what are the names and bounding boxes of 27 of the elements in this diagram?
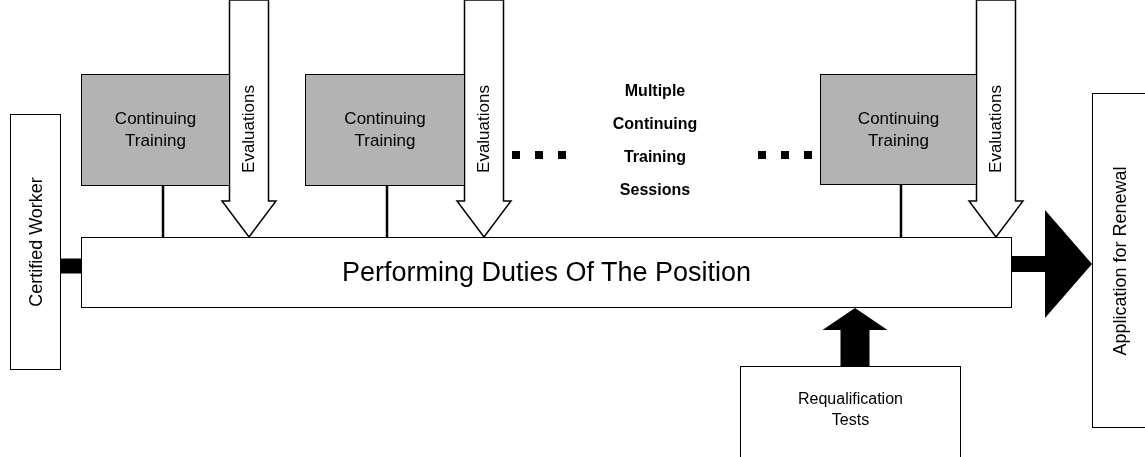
node-label: Continuing Training (856, 107, 941, 152)
process-box (740, 366, 961, 457)
connector-line (899, 185, 903, 237)
node-label: Application for Renewal (1108, 165, 1131, 356)
process-box (1092, 93, 1145, 428)
edge-label: Evaluations (474, 84, 494, 173)
hollow-arrow (220, 0, 278, 239)
edge-label: Evaluations (986, 84, 1006, 173)
node-label: Requalification Tests (797, 388, 904, 430)
block-arrow (1012, 210, 1092, 318)
hollow-arrow (967, 0, 1025, 239)
edge-label: Evaluations (239, 84, 259, 173)
node-label: Performing Duties Of The Position (341, 256, 752, 290)
node-label: Continuing Training (113, 108, 198, 152)
training-box (81, 74, 230, 186)
training-box (305, 74, 465, 186)
hollow-arrow (455, 0, 513, 239)
connector-line (161, 186, 165, 237)
block-arrow (822, 308, 888, 366)
training-box (820, 74, 977, 185)
block-arrow (61, 258, 81, 274)
process-box (10, 114, 61, 370)
connector-line (385, 186, 389, 237)
process-box (81, 237, 1012, 308)
node-label: Certified Worker (24, 177, 46, 307)
note-text: Multiple Continuing Training Sessions (611, 81, 699, 200)
node-label: Continuing Training (343, 108, 427, 152)
